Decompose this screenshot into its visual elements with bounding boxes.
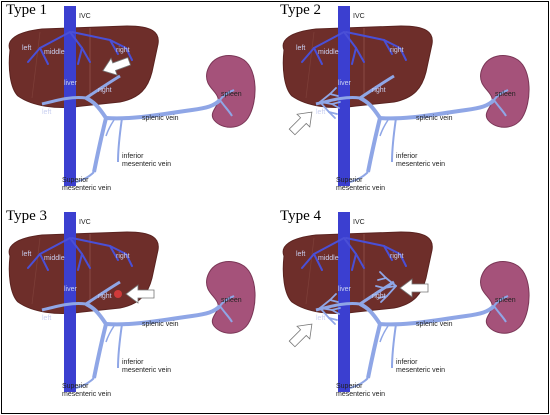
label-splenic-vein: splenic vein [416,321,453,328]
label-liver: liver [64,80,78,87]
label-superior-mesenteric-vein: Superior [62,177,89,184]
label-superior-mesenteric-vein: Superior [336,177,363,184]
label-right-portal-vein: right [372,293,386,300]
hepatic-veins [27,237,133,271]
label-superior-mesenteric-vein: mesenteric vein [62,185,111,192]
label-middle-hepatic-vein: middle [318,255,339,262]
label-liver: liver [338,80,352,87]
anatomy-diagram: IVC left middle right liver right left splenic … [8,212,256,398]
label-ivc: IVC [79,219,91,226]
liver-segment-line [305,237,315,305]
liver-segment-line [31,31,41,99]
label-inferior-mesenteric-vein: mesenteric vein [122,367,171,374]
label-right-hepatic-vein: right [390,47,404,54]
portal-vein-system [315,280,509,389]
trifurcation-marker [114,290,122,298]
liver-segment-line [31,237,41,305]
label-liver: liver [64,286,78,293]
label-spleen: spleen [221,297,242,304]
panel-title: Type 4 [280,208,322,224]
panel-type-3: IVC left middle right liver right left splenic … [2,208,276,414]
label-right-portal-vein: right [372,87,386,94]
label-left-hepatic-vein: left [296,45,305,52]
liver [8,25,159,109]
panel-type-1: IVC left middle right liver right left splenic … [2,2,276,208]
label-left-portal-vein: left [316,315,325,322]
label-ivc: IVC [353,13,365,20]
label-left-hepatic-vein: left [296,251,305,258]
anatomy-diagram: IVC left middle right liver right left splenic … [282,212,530,398]
inferior-vena-cava [338,212,350,392]
label-right-hepatic-vein: right [116,253,130,260]
liver-segment-line [305,31,315,99]
label-left-portal-vein: left [316,109,325,116]
label-inferior-mesenteric-vein: mesenteric vein [396,161,445,168]
anatomy-diagram: IVC left middle right liver right left splenic … [282,6,530,192]
label-middle-hepatic-vein: middle [318,49,339,56]
variant-arrow [102,56,132,76]
label-superior-mesenteric-vein: mesenteric vein [336,391,385,398]
label-left-hepatic-vein: left [22,45,31,52]
label-right-hepatic-vein: right [116,47,130,54]
label-superior-mesenteric-vein: Superior [62,383,89,390]
label-middle-hepatic-vein: middle [44,49,65,56]
label-splenic-vein: splenic vein [142,115,179,122]
variant-arrow [125,284,155,304]
portal-vein-system [41,280,235,389]
anatomy-diagram: IVC left middle right liver right left splenic … [8,6,256,192]
portal-branching-tree [319,87,341,119]
inferior-vena-cava [64,212,76,392]
hepatic-veins [27,31,133,65]
label-splenic-vein: splenic vein [142,321,179,328]
label-inferior-mesenteric-vein: inferior [122,153,144,160]
label-left-portal-vein: left [42,109,51,116]
panel-title: Type 2 [280,2,322,18]
label-left-hepatic-vein: left [22,251,31,258]
hepatic-veins [301,31,407,65]
label-right-hepatic-vein: right [390,253,404,260]
label-liver: liver [338,286,352,293]
label-middle-hepatic-vein: middle [44,255,65,262]
panel-type-4: IVC left middle right liver right left splenic … [276,208,550,414]
inferior-vena-cava [338,6,350,186]
variant-arrow [399,278,429,298]
portal-branching-tree [319,293,341,325]
label-right-portal-vein: right [98,87,112,94]
variant-arrow [288,323,313,348]
panel-title: Type 3 [6,208,48,224]
label-spleen: spleen [221,91,242,98]
panel-title: Type 1 [6,2,48,18]
label-inferior-mesenteric-vein: inferior [396,153,418,160]
label-inferior-mesenteric-vein: inferior [396,359,418,366]
hepatic-veins [301,237,407,271]
label-inferior-mesenteric-vein: mesenteric vein [122,161,171,168]
portal-branching-tree [375,271,397,303]
label-ivc: IVC [353,219,365,226]
label-right-portal-vein: right [98,293,112,300]
label-inferior-mesenteric-vein: mesenteric vein [396,367,445,374]
label-left-portal-vein: left [42,315,51,322]
inferior-vena-cava [64,6,76,186]
label-superior-mesenteric-vein: mesenteric vein [336,185,385,192]
liver [282,231,433,315]
portal-vein-system [41,74,235,183]
panel-type-2: IVC left middle right liver right left splenic … [276,2,550,208]
liver [282,25,433,109]
label-spleen: spleen [495,91,516,98]
label-superior-mesenteric-vein: mesenteric vein [62,391,111,398]
label-spleen: spleen [495,297,516,304]
label-inferior-mesenteric-vein: inferior [122,359,144,366]
label-splenic-vein: splenic vein [416,115,453,122]
label-superior-mesenteric-vein: Superior [336,383,363,390]
label-ivc: IVC [79,13,91,20]
variant-arrow [288,111,313,136]
